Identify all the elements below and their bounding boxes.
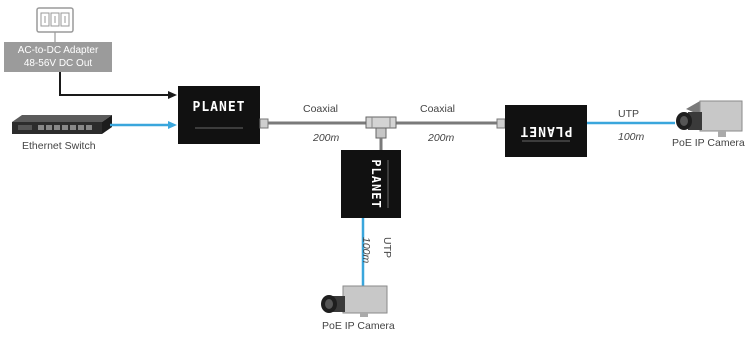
converter-middle: PLANET [341, 150, 401, 218]
adapter-line1: AC-to-DC Adapter [17, 45, 99, 56]
camera-bottom-label: PoE IP Camera [322, 320, 395, 332]
camera-right-label: PoE IP Camera [672, 137, 745, 149]
converter-right: PLANET [496, 105, 587, 157]
power-arrowhead [168, 91, 177, 99]
planet-logo: PLANET [193, 100, 246, 115]
coaxial-right-length: 200m [428, 132, 455, 144]
planet-logo: PLANET [369, 159, 383, 208]
utp-right-length: 100m [618, 131, 645, 143]
ethernet-switch-icon [12, 115, 112, 134]
power-line [59, 72, 168, 96]
utp-arrowhead [168, 121, 177, 129]
utp-bottom-length: 100m [360, 237, 372, 264]
coaxial-left-label: Coaxial [303, 103, 339, 115]
ac-dc-adapter: AC-to-DC Adapter 48-56V DC Out [4, 42, 112, 72]
adapter-line2: 48-56V DC Out [23, 58, 93, 69]
t-connector-icon [365, 116, 397, 139]
bnc-connector-icon [496, 118, 506, 129]
bnc-connector-icon [259, 118, 269, 129]
coaxial-left-length: 200m [313, 132, 340, 144]
camera-right-icon [676, 100, 743, 137]
coaxial-right-label: Coaxial [420, 103, 456, 115]
utp-right-label: UTP [618, 108, 639, 120]
converter-left: PLANET [178, 86, 269, 144]
camera-bottom-icon [321, 285, 388, 317]
power-outlet-icon [36, 7, 74, 33]
switch-label: Ethernet Switch [22, 140, 96, 152]
planet-logo: PLANET [520, 123, 573, 138]
utp-bottom-label: UTP [381, 237, 393, 258]
